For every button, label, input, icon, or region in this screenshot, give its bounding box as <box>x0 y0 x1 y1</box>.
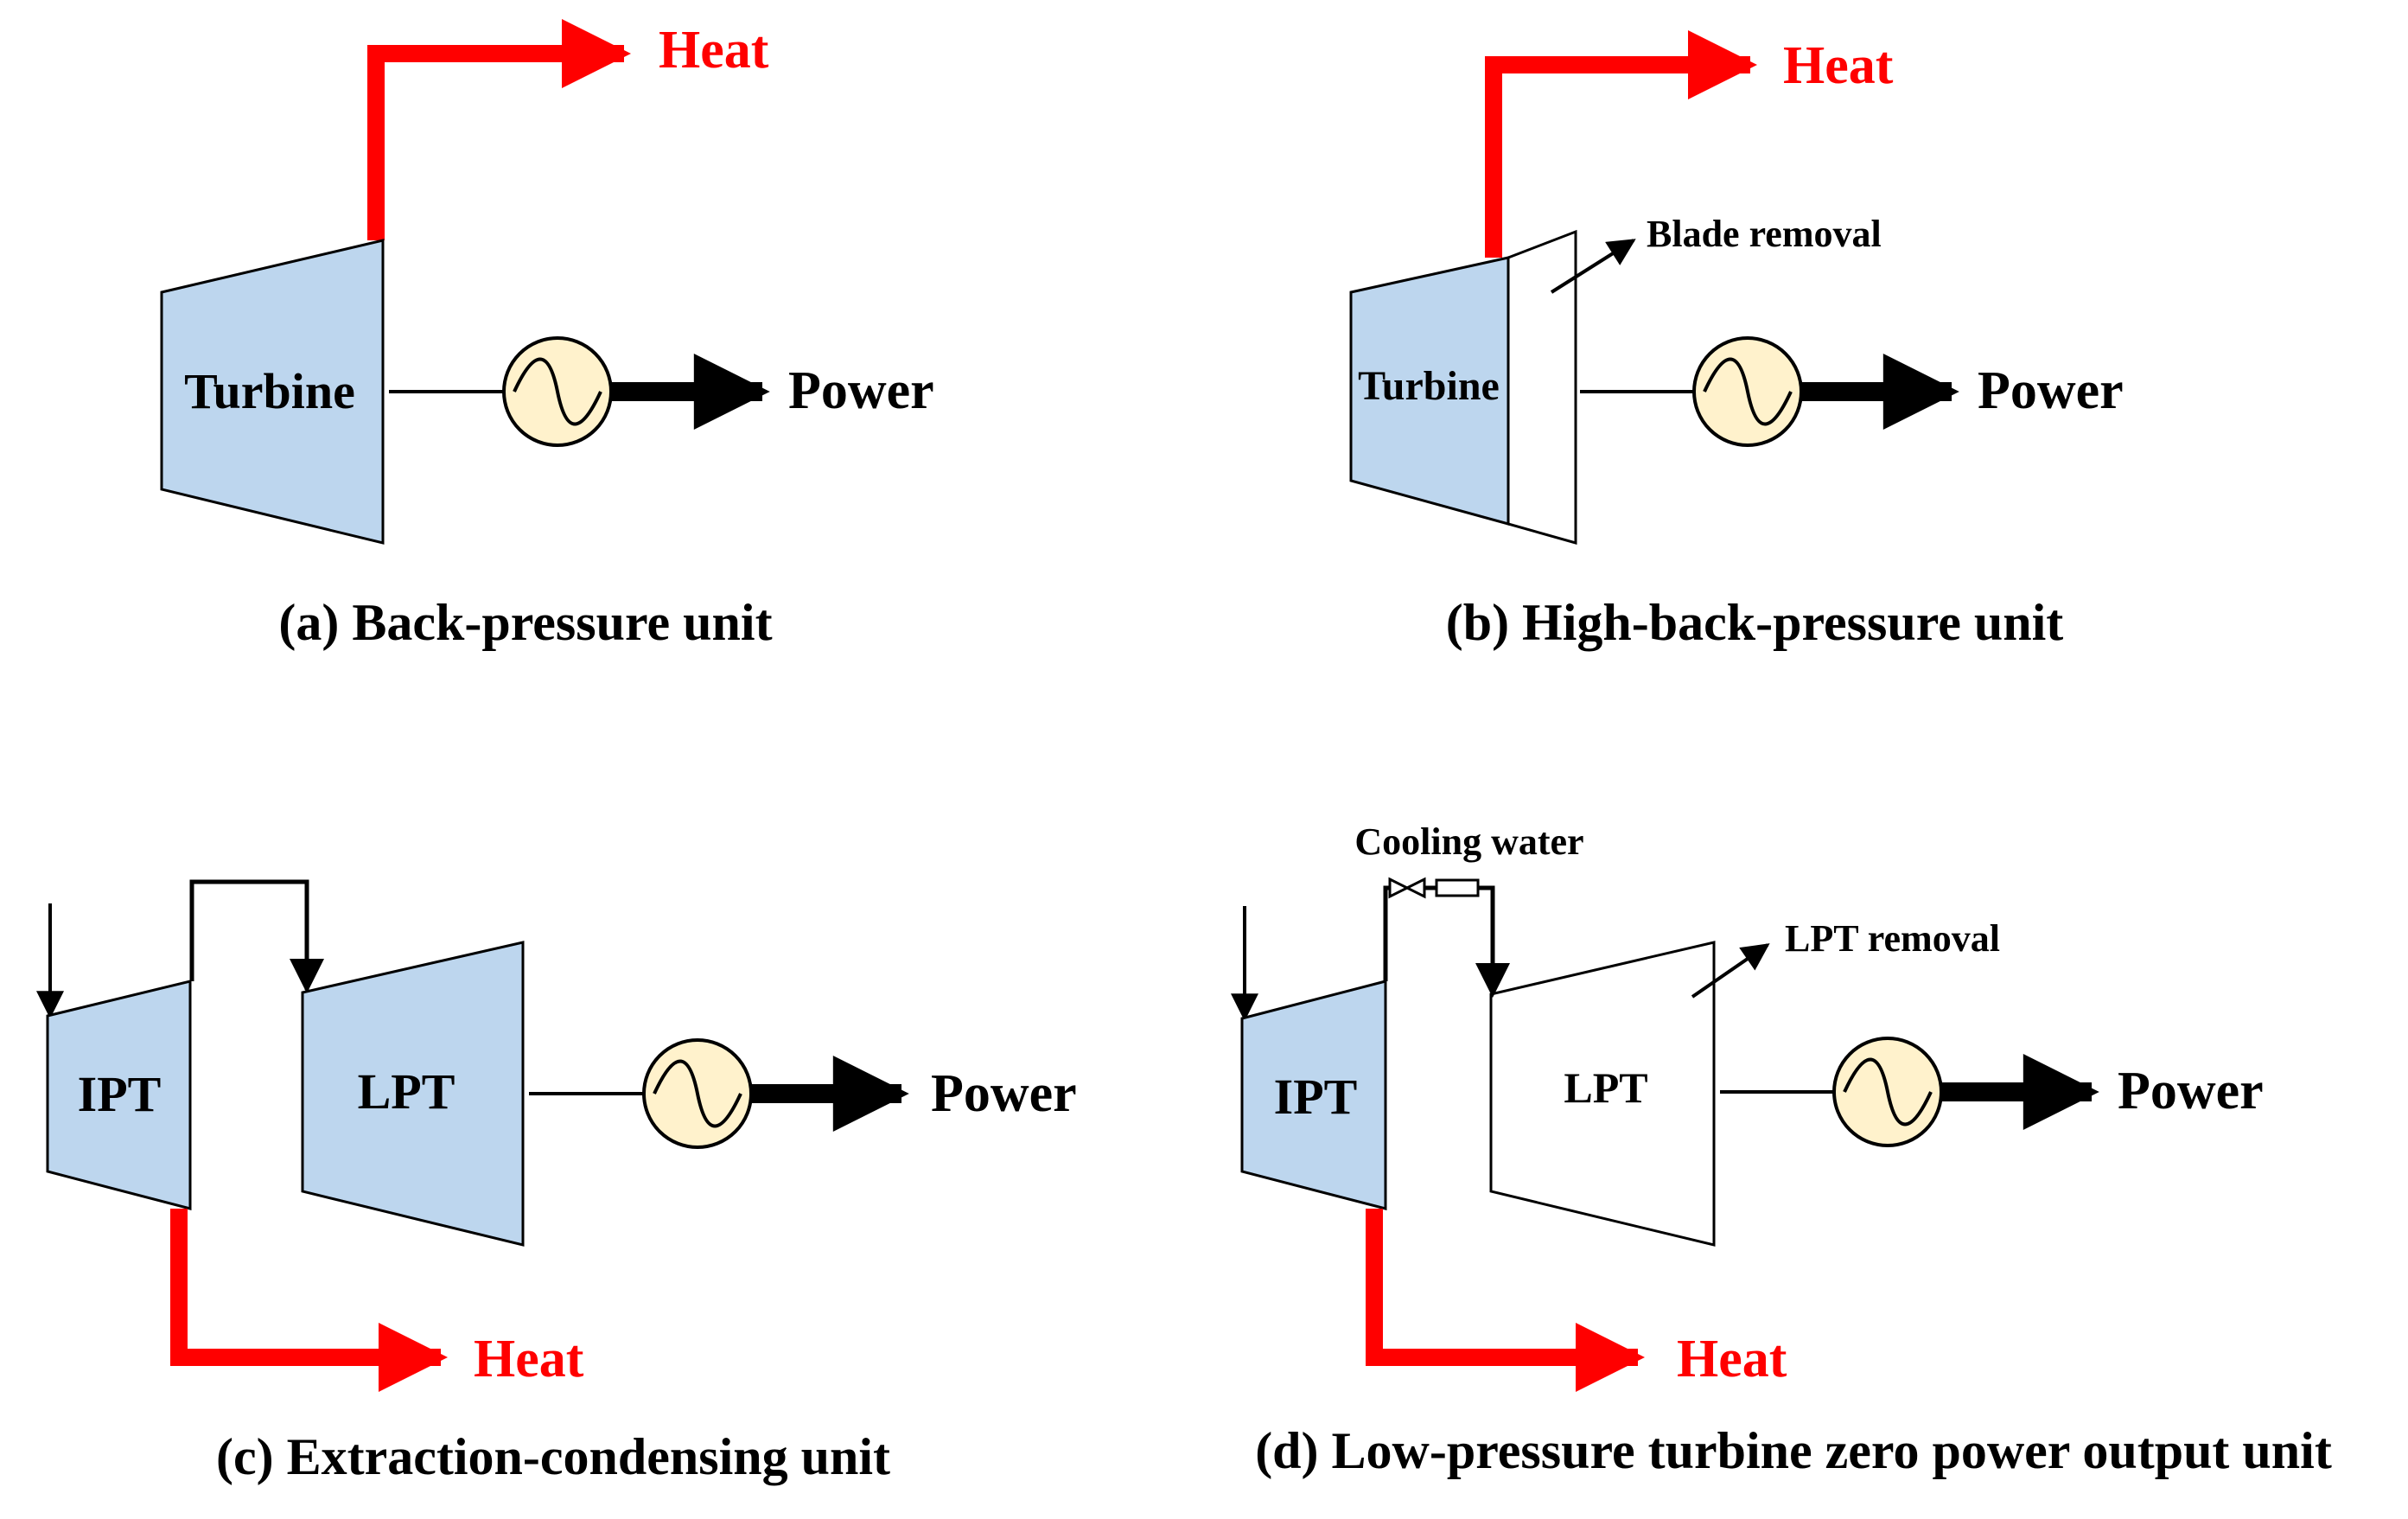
heat-label: Heat <box>659 21 769 80</box>
cooling-water-label: Cooling water <box>1354 820 1583 863</box>
power-label: Power <box>1978 361 2124 420</box>
ipt-label: IPT <box>78 1066 162 1122</box>
generator-sine-icon <box>642 1038 753 1149</box>
turbine-body <box>160 239 385 545</box>
blade-removal-section <box>1507 229 1577 545</box>
lpt-removal-label: LPT removal <box>1785 917 2000 960</box>
panel-caption: (d) Low-pressure turbine zero power outp… <box>1255 1422 2332 1479</box>
panel-caption: (b) High-back-pressure unit <box>1446 594 2064 651</box>
heat-label: Heat <box>474 1330 584 1388</box>
heat-flow-line <box>1485 30 1757 258</box>
turbine-label: Turbine <box>184 363 355 419</box>
panel-a: Heat Turbine Power (a) Back-pressure uni… <box>160 19 934 651</box>
heat-label: Heat <box>1677 1330 1787 1388</box>
panel-caption: (a) Back-pressure unit <box>278 594 772 651</box>
cooling-water-pipe-right <box>1475 885 1510 998</box>
blade-removal-label: Blade removal <box>1647 213 1882 255</box>
ipt-label: IPT <box>1274 1069 1358 1125</box>
valve-icon <box>1388 877 1480 899</box>
crossover-pipe <box>189 879 324 993</box>
heat-flow-line <box>170 1209 448 1392</box>
generator-sine-icon <box>1832 1037 1943 1147</box>
power-label: Power <box>788 361 934 420</box>
panel-c: IPT LPT Heat Power (c) Extraction-conden… <box>36 879 1077 1485</box>
lpt-label: LPT <box>358 1063 455 1120</box>
panel-caption: (c) Extraction-condensing unit <box>216 1428 890 1485</box>
panel-d: Cooling water LPT removal IPT LPT Heat P… <box>1231 820 2332 1479</box>
turbine-body <box>1349 256 1510 526</box>
power-label: Power <box>931 1064 1077 1123</box>
generator-sine-icon <box>502 336 613 447</box>
ipt-body <box>46 980 192 1210</box>
ipt-body <box>1240 980 1387 1210</box>
heat-flow-line <box>1366 1209 1645 1392</box>
panel-b: Heat Blade removal Turbine Power (b) Hig… <box>1349 30 2124 651</box>
cooling-water-pipe-left <box>1383 885 1390 981</box>
heat-label: Heat <box>1783 36 1894 95</box>
blade-removal-pointer <box>1550 239 1636 294</box>
lpt-body <box>301 941 525 1247</box>
lpt-label: LPT <box>1564 1063 1647 1112</box>
heat-flow-line <box>367 19 631 240</box>
turbine-label: Turbine <box>1358 363 1500 409</box>
lpt-removed-body <box>1489 941 1716 1247</box>
generator-sine-icon <box>1692 336 1803 447</box>
power-label: Power <box>2118 1062 2264 1120</box>
lpt-removal-pointer <box>1691 943 1770 999</box>
